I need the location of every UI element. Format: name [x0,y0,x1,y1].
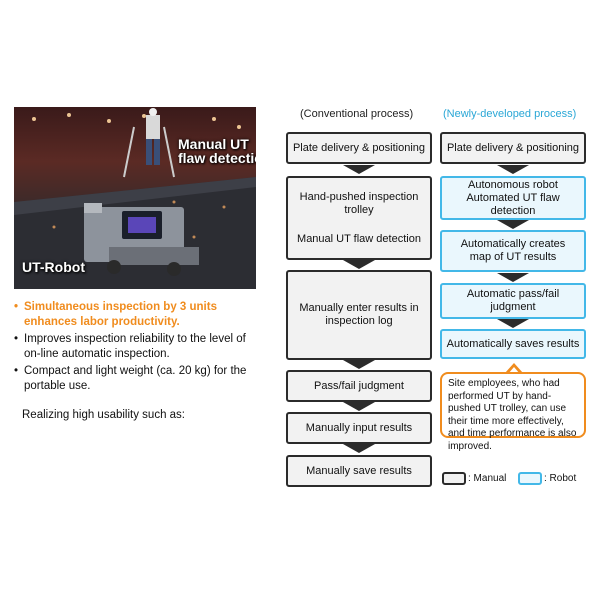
conv-step-trolley-ut: Hand-pushed inspection trolley Manual UT… [286,176,432,260]
new-step-map: Automatically creates map of UT results [440,230,586,272]
step-label: Manual UT flaw detection [297,232,421,245]
bullet-item: • Compact and light weight (ca. 20 kg) f… [14,364,264,394]
conv-step-judgment: Pass/fail judgment [286,370,432,402]
down-arrow-icon [343,260,375,269]
step-label: Autonomous robot Automated UT flaw detec… [466,178,560,217]
ut-robot-photo: Manual UT flaw detection UT-Robot [14,107,256,289]
bullet-item: • Improves inspection reliability to the… [14,332,264,362]
manual-ut-caption: Manual UT flaw detection [178,136,256,166]
legend-robot-swatch [518,472,542,485]
ut-robot-caption: UT-Robot [22,259,85,275]
step-label: Manually enter results in inspection log [299,302,419,327]
down-arrow-icon [343,444,375,453]
bullet-text: Improves inspection reliability to the l… [24,333,246,360]
step-label: Automatically saves results [446,337,580,350]
feature-bullets: • Simultaneous inspection by 3 units enh… [14,300,264,396]
conv-step-enter-log: Manually enter results in inspection log [286,270,432,360]
realizing-text: Realizing high usability such as: [22,409,186,421]
bullet-dot-icon: • [14,365,19,377]
down-arrow-icon [497,165,529,174]
legend-manual-label: : Manual [468,473,507,484]
new-step-robot-ut: Autonomous robot Automated UT flaw detec… [440,176,586,220]
step-label: Automatic pass/fail judgment [466,288,560,313]
bullet-text: Compact and light weight (ca. 20 kg) for… [24,365,247,392]
callout-pointer-inner [508,367,520,374]
bullet-text: Simultaneous inspection by 3 units enhan… [24,301,217,328]
new-step-save: Automatically saves results [440,329,586,359]
legend-manual-swatch [442,472,466,485]
step-label: Manually save results [306,464,412,477]
step-label: Hand-pushed inspection trolley [299,190,419,216]
step-label: Plate delivery & positioning [292,141,426,154]
bullet-dot-icon: • [14,333,19,345]
legend-robot-label: : Robot [544,473,577,484]
factory-scene-illustration [14,108,256,289]
down-arrow-icon [343,402,375,411]
bullet-item: • Simultaneous inspection by 3 units enh… [14,300,264,330]
step-label: Automatically creates map of UT results [460,238,566,263]
down-arrow-icon [497,273,529,282]
new-step-delivery: Plate delivery & positioning [440,132,586,164]
step-label: Plate delivery & positioning [446,141,580,154]
down-arrow-icon [497,319,529,328]
down-arrow-icon [343,165,375,174]
new-process-header: (Newly-developed process) [443,108,577,120]
conv-step-delivery: Plate delivery & positioning [286,132,432,164]
step-label: Manually input results [305,421,413,434]
conv-step-save: Manually save results [286,455,432,487]
conv-step-input: Manually input results [286,412,432,444]
new-step-judgment: Automatic pass/fail judgment [440,283,586,319]
benefit-callout: Site employees, who had performed UT by … [440,372,586,452]
step-label: Pass/fail judgment [314,379,404,392]
down-arrow-icon [343,360,375,369]
conventional-header: (Conventional process) [300,108,414,120]
bullet-dot-icon: • [14,301,19,313]
down-arrow-icon [497,220,529,229]
